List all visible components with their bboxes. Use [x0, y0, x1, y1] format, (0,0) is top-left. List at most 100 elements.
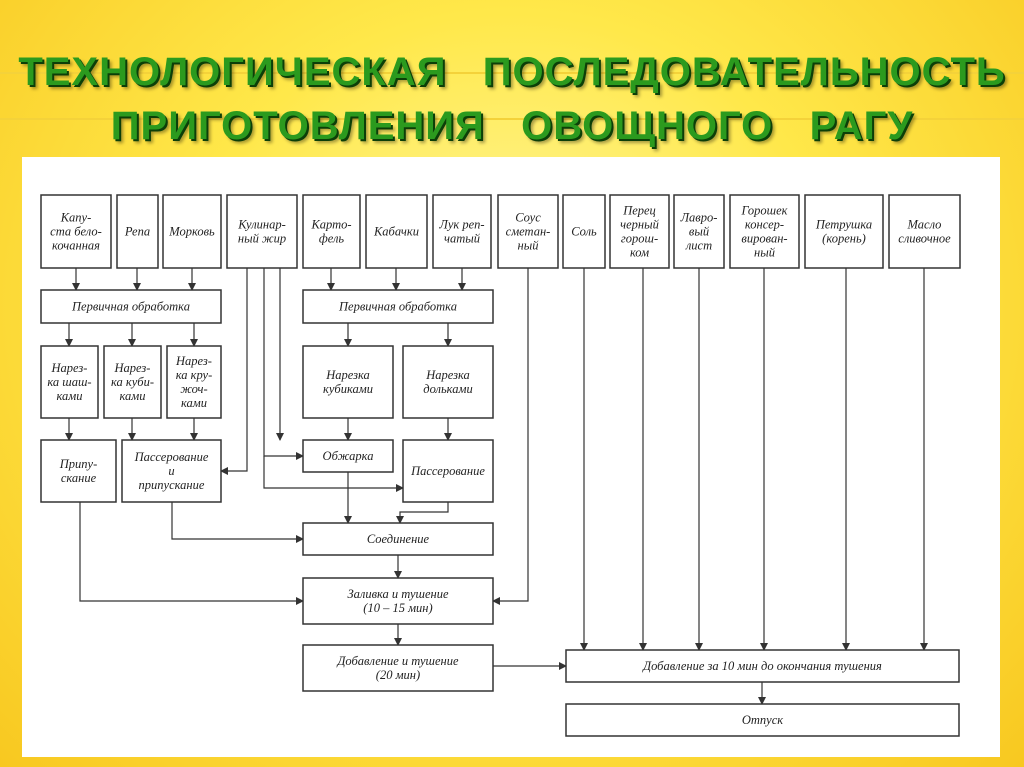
- box-label: Заливка и тушение: [347, 587, 449, 601]
- box-label: (10 – 15 мин): [363, 601, 432, 615]
- flow-arrow: [263, 456, 404, 492]
- flow-arrow: [263, 268, 304, 460]
- box-frame: [166, 345, 222, 419]
- box-label: Кабачки: [373, 225, 419, 239]
- box-label: Соединение: [367, 532, 430, 546]
- box-frame: [121, 439, 222, 503]
- box-frame: [302, 194, 361, 269]
- box-frame: [804, 194, 884, 269]
- step-box-otpusk: Отпуск: [565, 703, 960, 737]
- box-label: сметан-: [506, 225, 551, 239]
- box-label: Лук реп-: [438, 218, 484, 232]
- step-box-pass: Пассерование: [402, 439, 494, 503]
- step-box-perv2: Первичная обработка: [302, 289, 494, 324]
- box-label: консер-: [745, 218, 784, 232]
- box-frame: [116, 194, 159, 269]
- box-label: Добавление и тушение: [336, 654, 459, 668]
- box-label: Соус: [515, 211, 541, 225]
- box-label: ста бело-: [50, 225, 102, 239]
- ingredient-box-sol: Соль: [562, 194, 606, 269]
- step-box-nar_kr: Нарез-ка кру-жоч-ками: [166, 345, 222, 419]
- step-box-obzh: Обжарка: [302, 439, 394, 473]
- box-label: жоч-: [180, 382, 207, 396]
- step-box-zaliv: Заливка и тушение(10 – 15 мин): [302, 577, 494, 625]
- box-label: припускание: [139, 478, 205, 492]
- box-frame: [365, 194, 428, 269]
- box-label: Первичная обработка: [71, 300, 190, 314]
- box-frame: [40, 289, 222, 324]
- box-label: ный: [518, 239, 540, 253]
- box-label: Соль: [571, 225, 597, 239]
- step-box-nar_kub1: Нарез-ка куби-ками: [103, 345, 162, 419]
- box-frame: [302, 577, 494, 625]
- box-label: Лавро-: [680, 211, 718, 225]
- box-frame: [497, 194, 559, 269]
- box-frame: [729, 194, 800, 269]
- box-frame: [40, 345, 99, 419]
- box-frame: [302, 644, 494, 692]
- box-frame: [402, 345, 494, 419]
- box-frame: [226, 194, 298, 269]
- title-line-2: ПРИГОТОВЛЕНИЯ ОВОЩНОГО РАГУ: [110, 104, 914, 148]
- title-decor-line: [0, 118, 1024, 120]
- flow-arrow: [220, 268, 248, 475]
- ingredient-box-repa: Репа: [116, 194, 159, 269]
- box-label: кочанная: [52, 239, 100, 253]
- box-frame: [302, 439, 394, 473]
- box-label: Отпуск: [742, 713, 783, 727]
- box-label: ка шаш-: [47, 375, 91, 389]
- box-label: кубиками: [323, 382, 373, 396]
- box-label: Обжарка: [323, 449, 374, 463]
- step-box-dob10: Добавление за 10 мин до окончания тушени…: [565, 649, 960, 683]
- step-box-prip: Припу-скание: [40, 439, 117, 503]
- box-label: вый: [689, 225, 710, 239]
- step-box-nar_sh: Нарез-ка шаш-ками: [40, 345, 99, 419]
- box-frame: [402, 439, 494, 503]
- box-frame: [40, 439, 117, 503]
- box-frame: [40, 194, 112, 269]
- box-frame: [302, 345, 394, 419]
- box-label: Петрушка: [815, 218, 872, 232]
- box-label: Масло: [907, 218, 942, 232]
- box-frame: [103, 345, 162, 419]
- ingredient-box-petr: Петрушка(корень): [804, 194, 884, 269]
- box-frame: [565, 703, 960, 737]
- box-label: ками: [56, 389, 82, 403]
- box-label: ный жир: [238, 232, 286, 246]
- box-label: Нарезка: [425, 368, 470, 382]
- ingredient-box-luk: Лук реп-чатый: [432, 194, 492, 269]
- box-frame: [562, 194, 606, 269]
- ingredient-box-zhir: Кулинар-ный жир: [226, 194, 298, 269]
- box-label: Капу-: [60, 211, 92, 225]
- box-label: Нарез-: [114, 361, 151, 375]
- flow-arrow: [396, 502, 449, 524]
- box-label: дольками: [423, 382, 472, 396]
- box-label: Добавление за 10 мин до окончания тушени…: [642, 659, 882, 673]
- ingredient-box-mork: Морковь: [162, 194, 222, 269]
- box-frame: [162, 194, 222, 269]
- box-frame: [432, 194, 492, 269]
- ingredient-box-kart: Карто-фель: [302, 194, 361, 269]
- box-label: фель: [319, 232, 345, 246]
- ingredient-box-kap: Капу-ста бело-кочанная: [40, 194, 112, 269]
- box-label: Репа: [124, 225, 150, 239]
- box-label: Пассерование: [134, 450, 209, 464]
- box-frame: [673, 194, 725, 269]
- box-label: Пассерование: [410, 464, 485, 478]
- box-label: Нарезка: [325, 368, 370, 382]
- box-label: вирован-: [741, 232, 787, 246]
- box-label: Карто-: [310, 218, 351, 232]
- box-label: Припу-: [59, 457, 98, 471]
- step-box-dob20: Добавление и тушение(20 мин): [302, 644, 494, 692]
- box-label: Первичная обработка: [338, 300, 457, 314]
- box-frame: [565, 649, 960, 683]
- flow-arrow: [492, 268, 529, 605]
